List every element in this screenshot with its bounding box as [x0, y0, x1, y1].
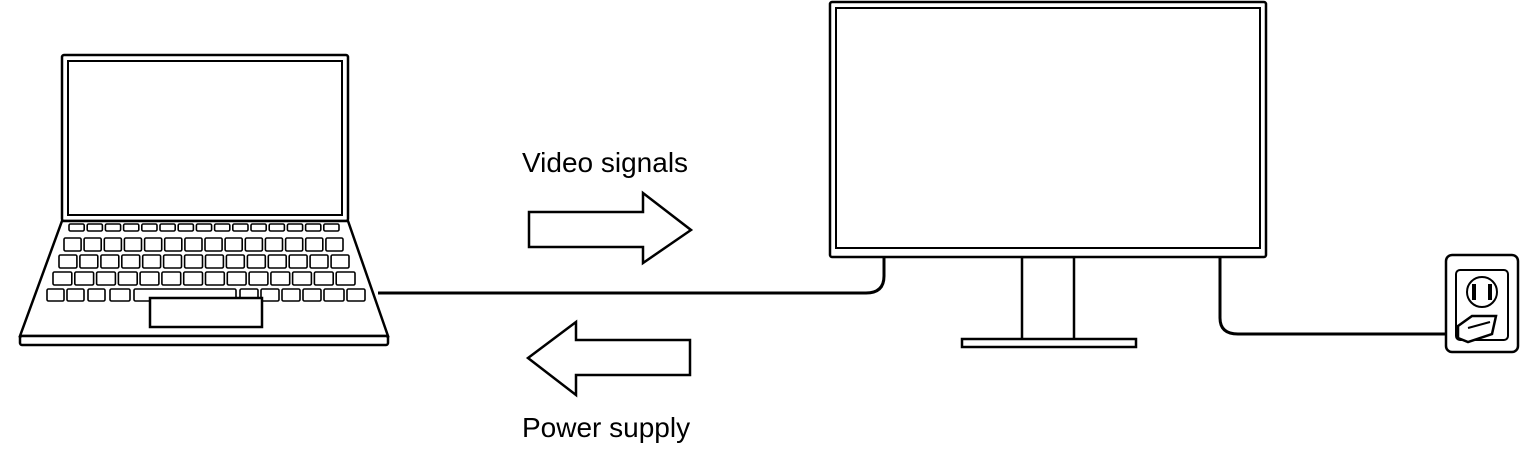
keyboard-key — [313, 271, 334, 286]
keyboard-key — [95, 271, 117, 286]
keyboard-key — [204, 271, 226, 286]
keyboard-key — [63, 237, 82, 252]
keyboard-key — [264, 237, 284, 252]
keyboard-key — [284, 237, 304, 252]
keyboard-key — [268, 223, 286, 232]
keyboard-key — [325, 237, 344, 252]
monitor-stand — [1020, 255, 1076, 344]
keyboard-key — [322, 223, 340, 232]
keyboard-key — [291, 271, 313, 286]
keyboard-key — [288, 254, 308, 269]
keyboard-key — [226, 271, 247, 286]
keyboard-key — [286, 223, 304, 232]
keyboard-key — [260, 288, 280, 302]
keyboard-key — [143, 237, 163, 252]
keyboard-key — [270, 271, 291, 286]
keyboard-key — [248, 271, 269, 286]
keyboard-key — [195, 223, 213, 232]
keyboard-key — [309, 254, 329, 269]
keyboard-key — [117, 271, 139, 286]
laptop-touchpad — [148, 296, 264, 329]
keyboard-key — [109, 288, 131, 302]
keyboard-key — [183, 254, 204, 269]
keyboard-key — [100, 254, 120, 269]
keyboard-key — [246, 254, 267, 269]
keyboard-key — [139, 271, 160, 286]
monitor-base — [960, 337, 1138, 349]
keyboard-key — [87, 288, 106, 302]
keyboard-key — [213, 223, 231, 232]
keyboard-key — [141, 254, 162, 269]
keyboard-key — [121, 254, 141, 269]
keyboard-key — [123, 237, 143, 252]
keyboard-key — [225, 254, 246, 269]
keyboard-key — [184, 237, 203, 252]
keyboard-key — [244, 237, 264, 252]
monitor-screen — [835, 7, 1261, 249]
laptop-keyboard — [46, 223, 366, 302]
keyboard-key — [122, 223, 140, 232]
keyboard-key — [224, 237, 244, 252]
keyboard-key — [304, 223, 322, 232]
keyboard-key — [141, 223, 158, 232]
keyboard-key — [250, 223, 267, 232]
laptop-icon — [18, 53, 390, 347]
keyboard-key — [161, 271, 182, 286]
keyboard-key — [281, 288, 301, 302]
video-cable — [378, 258, 886, 295]
keyboard-key — [232, 223, 249, 232]
keyboard-key — [182, 271, 204, 286]
power-supply-label: Power supply — [522, 412, 691, 443]
keyboard-key — [66, 288, 85, 302]
keyboard-key — [86, 223, 104, 232]
left-arrow-icon — [525, 319, 692, 398]
video-signals-label: Video signals — [522, 147, 689, 178]
power-plug-icon — [1456, 314, 1498, 344]
keyboard-key — [163, 237, 183, 252]
keyboard-key — [79, 254, 99, 269]
keyboard-key — [204, 237, 223, 252]
keyboard-key — [83, 237, 102, 252]
monitor-icon — [828, 0, 1268, 349]
keyboard-key — [46, 288, 65, 302]
keyboard-key — [204, 254, 225, 269]
keyboard-key — [330, 254, 350, 269]
keyboard-key — [177, 223, 195, 232]
keyboard-key — [68, 223, 85, 232]
keyboard-key — [162, 254, 183, 269]
keyboard-key — [335, 271, 356, 286]
keyboard-key — [302, 288, 322, 302]
keyboard-key — [267, 254, 287, 269]
keyboard-key — [159, 223, 176, 232]
keyboard-key — [58, 254, 78, 269]
power-cable — [1218, 258, 1462, 336]
keyboard-key — [323, 288, 345, 302]
keyboard-key — [104, 223, 122, 232]
keyboard-key — [52, 271, 73, 286]
right-arrow-icon — [527, 190, 694, 266]
keyboard-key — [103, 237, 123, 252]
keyboard-key — [304, 237, 324, 252]
keyboard-key — [346, 288, 366, 302]
keyboard-key — [74, 271, 95, 286]
